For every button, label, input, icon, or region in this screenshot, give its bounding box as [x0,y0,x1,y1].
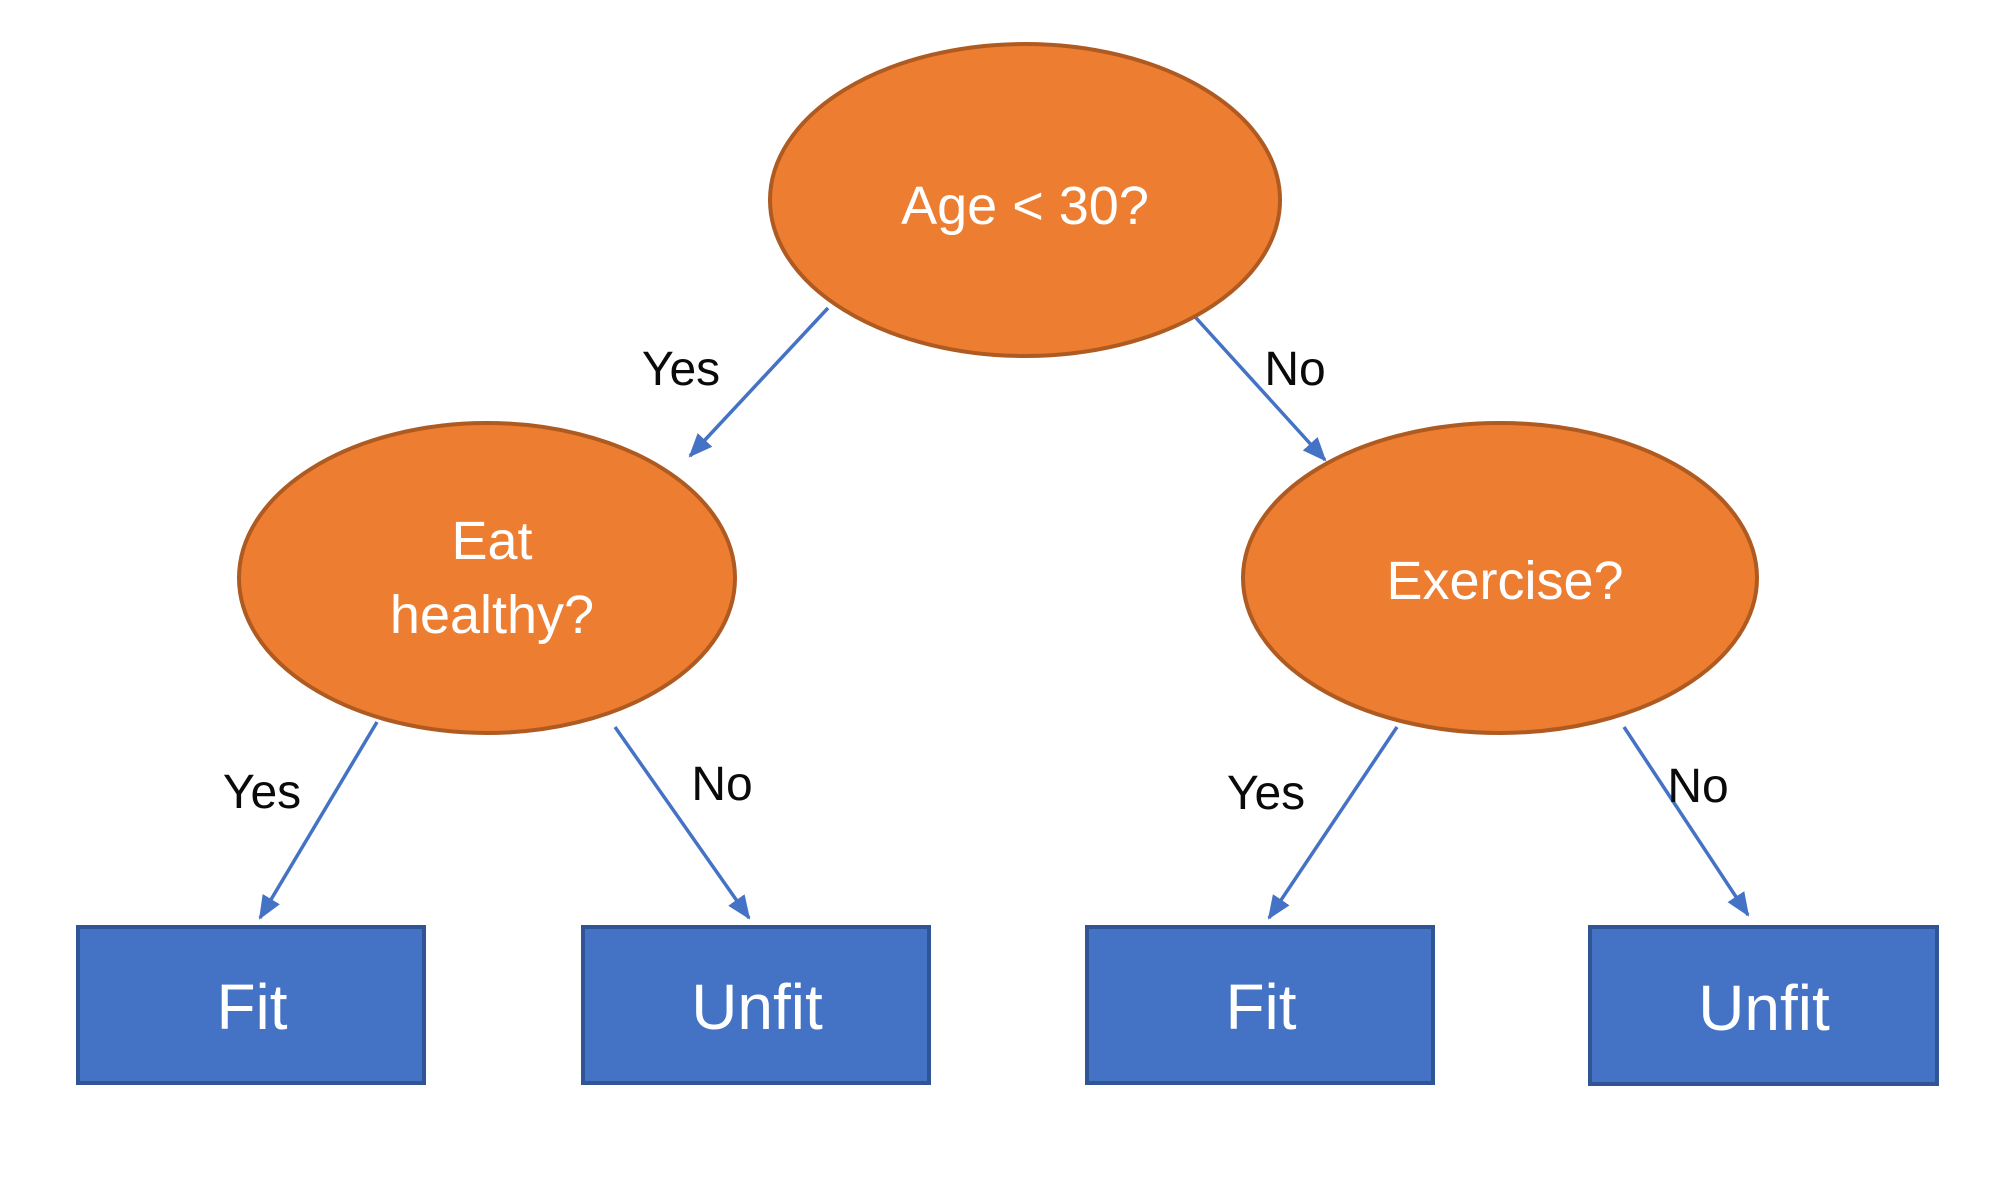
edge-label-root-yes: Yes [642,343,720,396]
decision-node-eat-healthy: Eat healthy? [237,421,737,735]
decision-node-eat-healthy-shape [237,421,737,735]
edge-eat-no [613,725,751,920]
decision-node-eat-healthy-label-line2: healthy? [390,585,594,645]
edge-exercise-no [1622,726,1750,917]
edge-root-yes [688,306,830,458]
edge-exercise-yes [1267,726,1399,920]
decision-node-age-label: Age < 30? [901,176,1149,236]
leaf-node-unfit-left-label: Unfit [691,971,823,1043]
decision-node-age: Age < 30? [768,42,1282,358]
leaf-node-fit-right-shape [1085,925,1435,1085]
edge-label-eat-yes: Yes [223,766,301,819]
edge-eat-yes [258,721,379,920]
leaf-node-fit-right-label: Fit [1225,971,1296,1043]
leaf-node-unfit-left-shape [581,925,931,1085]
leaf-node-unfit-right-label: Unfit [1698,972,1830,1044]
edge-label-exercise-no: No [1667,760,1728,813]
decision-node-eat-healthy-label-line1: Eat [451,511,532,571]
leaf-node-unfit-left: Unfit [581,925,931,1085]
leaf-node-unfit-right: Unfit [1588,925,1939,1086]
decision-node-exercise-label: Exercise? [1386,551,1623,611]
edge-label-exercise-yes: Yes [1227,767,1305,820]
leaf-node-fit-left: Fit [76,925,426,1085]
edge-label-eat-no: No [691,758,752,811]
leaf-node-fit-left-shape [76,925,426,1085]
leaf-node-unfit-right-shape [1588,925,1939,1086]
leaf-node-fit-left-label: Fit [216,971,287,1043]
decision-node-exercise: Exercise? [1241,421,1759,735]
edge-root-no [1185,306,1327,462]
edge-label-root-no: No [1264,343,1325,396]
decision-node-age-shape [768,42,1282,358]
decision-node-exercise-shape [1241,421,1759,735]
leaf-node-fit-right: Fit [1085,925,1435,1085]
